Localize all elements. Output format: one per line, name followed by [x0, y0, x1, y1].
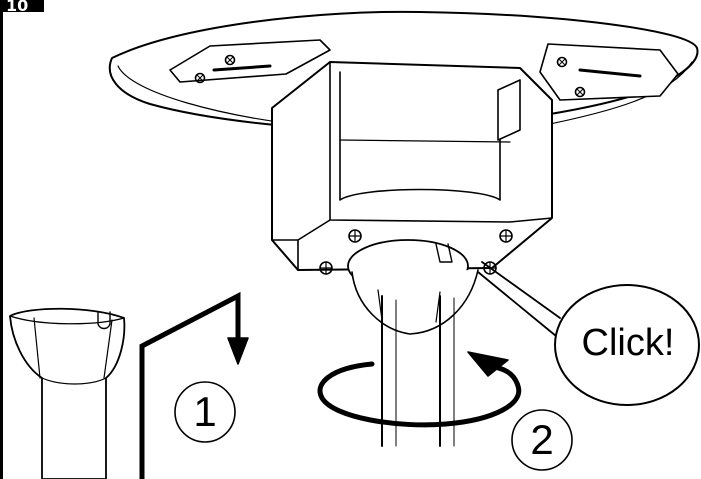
step-2-circle — [511, 409, 573, 471]
click-callout-text: Click! — [581, 322, 675, 364]
step-number-tab: 10 — [0, 0, 44, 12]
downrod-assembly — [347, 239, 479, 447]
step-1-circle — [174, 381, 236, 443]
mounting-bracket — [271, 61, 553, 275]
bracket-left-flange — [169, 39, 331, 84]
step-2-label: 2 — [530, 416, 554, 463]
downrod-insert-part — [9, 307, 126, 479]
click-callout — [477, 261, 700, 406]
step-1-label: 1 — [193, 388, 217, 435]
rotation-arrow — [317, 351, 522, 428]
bracket-right-flange — [539, 43, 679, 101]
down-arrow — [139, 291, 249, 479]
frame-left-edge — [0, 0, 3, 479]
